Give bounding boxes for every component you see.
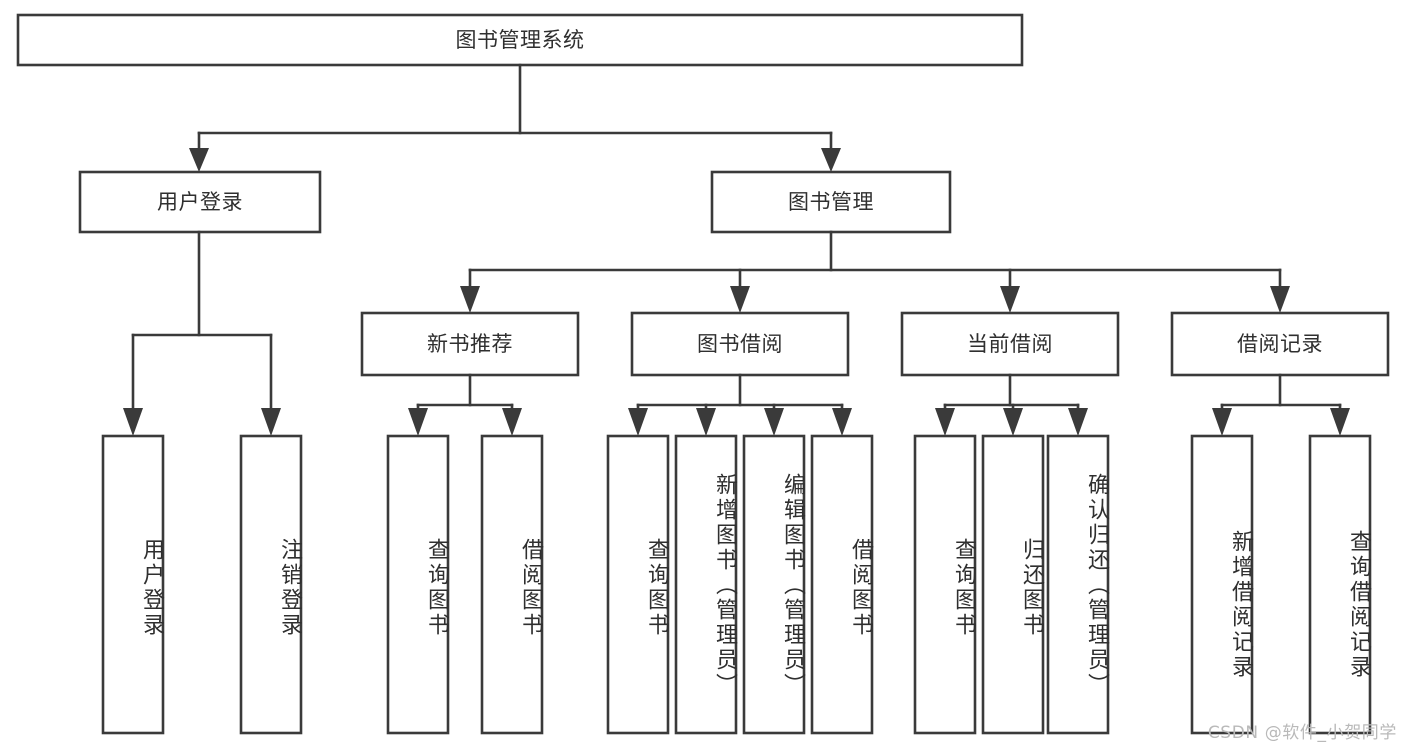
node-box-user-login[interactable] <box>78 170 322 234</box>
arrowhead-leaf-user-login-2 <box>261 408 281 436</box>
node-box-current-borrow[interactable] <box>900 311 1120 377</box>
arrowhead-leaf-current-borrow-3 <box>1068 408 1088 436</box>
arrowhead-leaf-new-book-2 <box>502 408 522 436</box>
node-box-leaf-user-login-1[interactable] <box>101 434 165 735</box>
node-box-leaf-new-book-1[interactable] <box>386 434 450 735</box>
arrowhead-leaf-new-book-1 <box>408 408 428 436</box>
arrowhead-leaf-borrow-record-1 <box>1212 408 1232 436</box>
arrowhead-user-login <box>189 148 209 172</box>
arrowhead-leaf-book-borrow-2 <box>696 408 716 436</box>
node-box-borrow-record[interactable] <box>1170 311 1390 377</box>
node-box-root[interactable] <box>16 13 1024 67</box>
arrowhead-leaf-book-borrow-1 <box>628 408 648 436</box>
node-box-leaf-current-borrow-1[interactable] <box>913 434 977 735</box>
node-box-leaf-new-book-2[interactable] <box>480 434 544 735</box>
arrowhead-new-book-recommend <box>460 286 480 313</box>
arrowhead-leaf-borrow-record-2 <box>1330 408 1350 436</box>
arrowhead-leaf-current-borrow-2 <box>1003 408 1023 436</box>
arrowhead-leaf-book-borrow-3 <box>764 408 784 436</box>
arrowhead-book-borrow <box>730 286 750 313</box>
arrowhead-book-manage <box>821 148 841 172</box>
arrowhead-leaf-book-borrow-4 <box>832 408 852 436</box>
arrowhead-borrow-record <box>1270 286 1290 313</box>
node-box-leaf-book-borrow-1[interactable] <box>606 434 670 735</box>
node-box-leaf-book-borrow-4[interactable] <box>810 434 874 735</box>
node-box-leaf-book-borrow-3[interactable] <box>742 434 806 735</box>
node-box-leaf-current-borrow-3[interactable] <box>1046 434 1110 735</box>
node-box-book-borrow[interactable] <box>630 311 850 377</box>
arrowhead-leaf-current-borrow-1 <box>935 408 955 436</box>
arrowhead-leaf-user-login-1 <box>123 408 143 436</box>
node-box-leaf-borrow-record-1[interactable] <box>1190 434 1254 735</box>
node-box-book-manage[interactable] <box>710 170 952 234</box>
node-box-leaf-book-borrow-2[interactable] <box>674 434 738 735</box>
node-box-leaf-current-borrow-2[interactable] <box>981 434 1045 735</box>
node-box-new-book-recommend[interactable] <box>360 311 580 377</box>
node-box-leaf-borrow-record-2[interactable] <box>1308 434 1372 735</box>
node-box-leaf-user-login-2[interactable] <box>239 434 303 735</box>
watermark-text: CSDN @软件_小贺同学 <box>1207 723 1397 743</box>
arrowhead-current-borrow <box>1000 286 1020 313</box>
